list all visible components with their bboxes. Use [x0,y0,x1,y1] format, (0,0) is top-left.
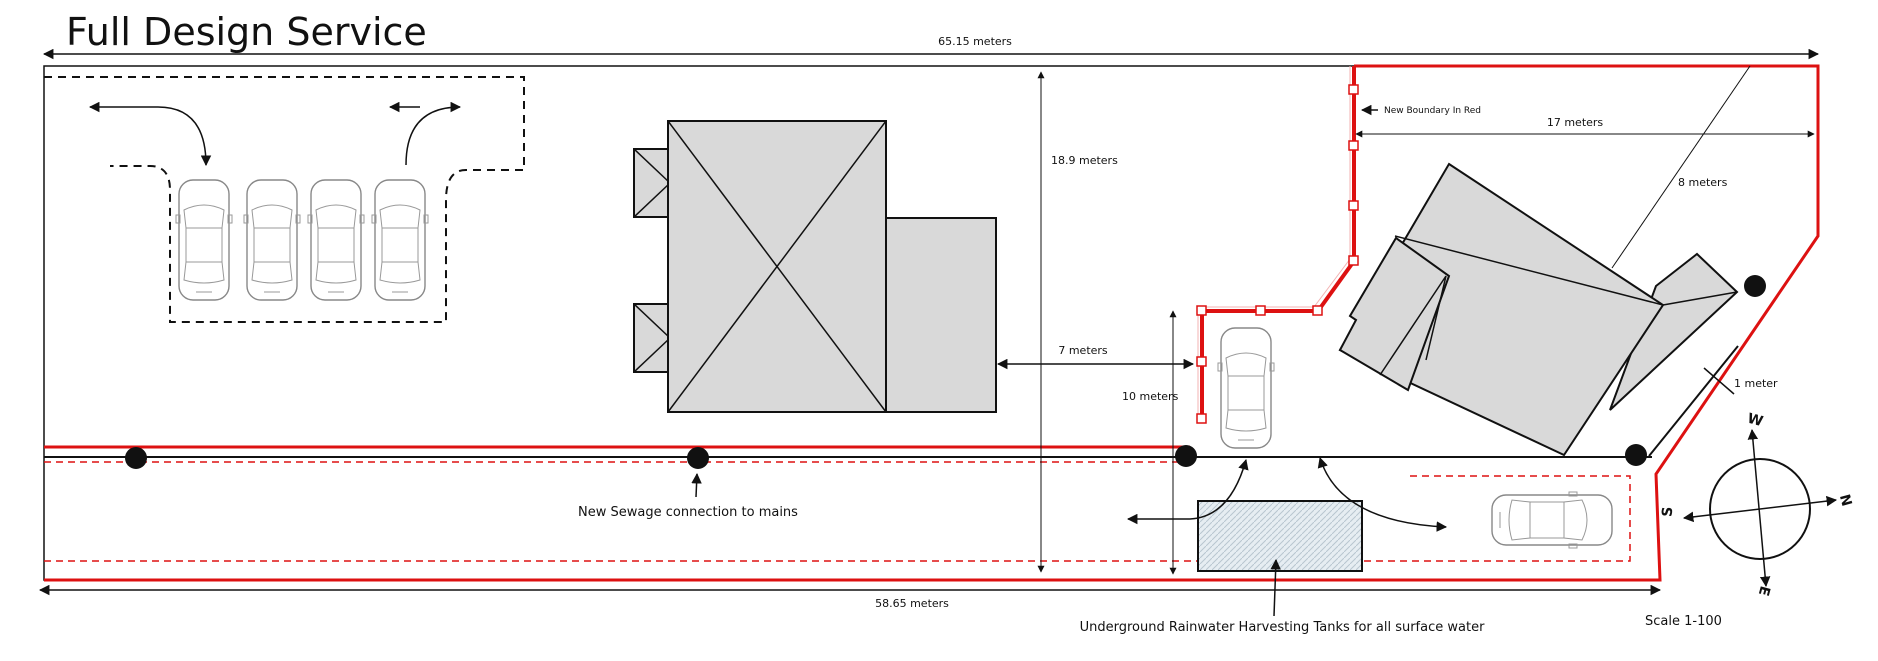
red-boundary-right [44,64,1820,582]
sewage-label: New Sewage connection to mains [578,505,798,520]
side-gap-dimension-label: 1 meter [1734,377,1778,390]
rainwater-arrow [1270,558,1281,617]
sewage-point [125,447,147,469]
front-depth-dimension-label: 10 meters [1122,390,1179,403]
compass-e: E [1755,584,1773,597]
parked-car [175,179,233,301]
side-gap-dimension-line [1703,367,1735,395]
top-dimension-label: 65.15 meters [938,35,1012,48]
rainwater-label: Underground Rainwater Harvesting Tanks f… [1080,620,1485,635]
depth-dimension-label: 18.9 meters [1051,154,1118,167]
sewage-arrow [691,472,702,498]
driveway-car [1217,327,1275,449]
existing-house [633,120,997,413]
compass: W N S E [1660,411,1855,598]
boundary-width-dimension-label: 17 meters [1547,116,1604,129]
parking-area-outline [44,76,525,323]
parking-out-arrow [405,101,462,166]
parked-car [307,179,365,301]
rainwater-tank [1197,500,1363,572]
bottom-dimension-label: 58.65 meters [875,597,949,610]
angled-dimension-line [1611,65,1751,269]
compass-s: S [1660,506,1677,517]
entry-arrow [1126,458,1249,525]
exit-arrow [1317,456,1448,532]
parking-in-arrow [88,101,212,167]
angled-dimension-label: 8 meters [1678,176,1728,189]
sewage-point [1744,275,1766,297]
compass-n: N [1836,493,1854,508]
parked-car [371,179,429,301]
scale-label: Scale 1-100 [1645,614,1722,629]
new-house [1338,162,1739,457]
sewage-point [1175,445,1197,467]
parked-car [243,179,301,301]
sewage-point [687,447,709,469]
street-car [1491,491,1613,549]
compass-w: W [1746,411,1765,430]
new-boundary-label: New Boundary In Red [1384,106,1481,116]
gap-dimension-label: 7 meters [1058,344,1108,357]
red-dashed-boundary-lower [44,475,1631,562]
boundary-posts [1196,84,1359,424]
page-title: Full Design Service [66,10,427,54]
sewage-point [1625,444,1647,466]
